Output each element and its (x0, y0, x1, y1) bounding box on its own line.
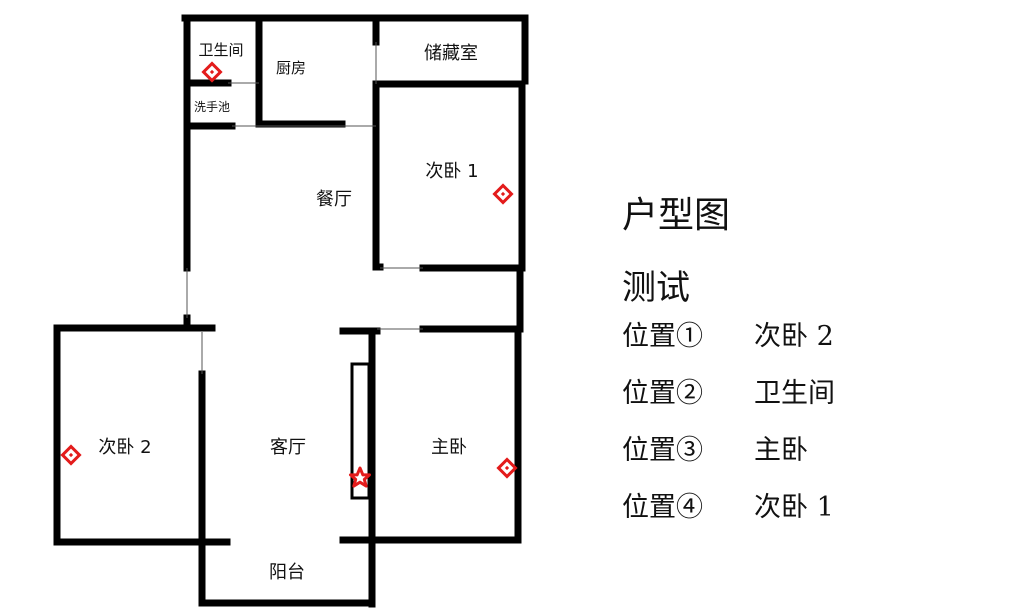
legend-row: 位置③ 主卧 (622, 436, 835, 466)
legend-position: 位置① (622, 321, 703, 352)
room-label-sink: 洗手池 (194, 100, 230, 114)
markers (60, 61, 518, 488)
legend-room: 主卧 (754, 435, 808, 466)
walls (53, 14, 529, 608)
room-label-balcony: 阳台 (269, 562, 305, 583)
legend-title: 户型图 (622, 195, 731, 236)
legend-room: 卫生间 (754, 378, 835, 409)
legend-row: 位置② 卫生间 (622, 379, 835, 409)
tv-cabinet (350, 362, 371, 500)
legend-room: 次卧 2 (754, 321, 834, 352)
diamond-marker-icon (492, 183, 514, 205)
room-labels: 卫生间 厨房 储藏室 洗手池 餐厅 次卧 1 次卧 2 客厅 主卧 阳台 (98, 41, 478, 583)
legend: 户型图 测试 位置① 次卧 2 位置② 卫生间 位置③ 主卧 位置④ 次卧 1 (622, 198, 835, 550)
room-label-bedroom-1: 次卧 1 (425, 161, 478, 182)
room-label-dining: 餐厅 (316, 189, 352, 210)
room-label-storage: 储藏室 (424, 43, 478, 64)
room-label-bedroom-2: 次卧 2 (98, 437, 151, 458)
room-label-bathroom: 卫生间 (198, 41, 243, 59)
diamond-marker-icon (496, 457, 518, 479)
legend-room: 次卧 1 (754, 492, 834, 523)
legend-row: 位置④ 次卧 1 (622, 493, 835, 523)
legend-position: 位置④ (622, 492, 703, 523)
star-marker-icon (349, 466, 371, 488)
diamond-marker-icon (60, 444, 82, 466)
legend-subtitle: 测试 (622, 268, 690, 308)
room-label-living: 客厅 (270, 437, 306, 458)
thin-lines (186, 42, 423, 374)
room-label-master: 主卧 (431, 437, 467, 458)
legend-row: 位置① 次卧 2 (622, 322, 835, 352)
legend-position: 位置③ (622, 435, 703, 466)
diamond-marker-icon (201, 61, 223, 83)
legend-position: 位置② (622, 378, 703, 409)
room-label-kitchen: 厨房 (276, 59, 306, 77)
